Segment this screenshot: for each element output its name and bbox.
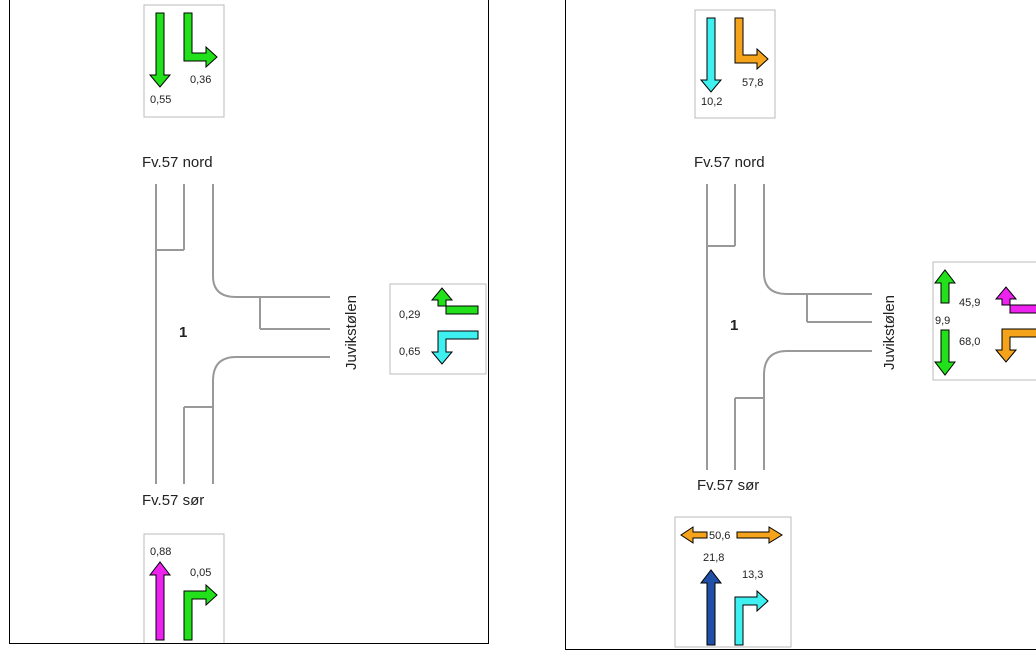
road-network: [706, 184, 872, 470]
arrow-up-icon: [148, 561, 172, 641]
road-label-north: Fv.57 nord: [694, 154, 765, 171]
road-network: [155, 184, 330, 484]
arrow-up-icon: [699, 569, 723, 646]
intersection-id: 1: [730, 317, 738, 334]
south-turning-box: 50,6 21,8 13,3: [674, 516, 792, 648]
east-turning-box: 9,9 45,9 68,0: [932, 261, 1036, 381]
road-label-east: Juvikstølen: [881, 295, 898, 370]
road-edge: [212, 356, 330, 484]
turn-right-icon: [183, 12, 218, 69]
arrow-horizontal-icon: [680, 526, 708, 544]
south-horizontal-value: 50,6: [709, 530, 730, 542]
north-turning-box: 0,55 0,36: [143, 4, 225, 118]
arrow-vertical-icon: [933, 329, 957, 376]
south-turning-box: 0,88 0,05: [143, 533, 225, 643]
north-right-value: 0,36: [190, 74, 211, 86]
east-vertical-value: 9,9: [935, 315, 950, 327]
right-diagram-canvas: Fv.57 nord Fv.57 sør Juvikstølen 1 10,2 …: [674, 9, 1036, 648]
arrow-down-icon: [148, 12, 172, 88]
turn-right-icon: [734, 17, 769, 71]
road-edge: [212, 184, 330, 298]
north-right-value: 57,8: [742, 77, 763, 89]
road-label-south: Fv.57 sør: [142, 492, 204, 509]
road-label-north: Fv.57 nord: [142, 154, 213, 171]
right-diagram-panel: Fv.57 nord Fv.57 sør Juvikstølen 1 10,2 …: [565, 0, 1036, 650]
turn-right-icon: [183, 583, 218, 641]
north-straight-value: 0,55: [150, 94, 171, 106]
road-edge: [763, 350, 872, 470]
south-straight-value: 0,88: [150, 546, 171, 558]
turn-up-icon: [994, 286, 1036, 314]
left-diagram-panel: Fv.57 nord Fv.57 sør Juvikstølen 1 0,55 …: [9, 0, 489, 644]
arrow-horizontal-icon: [736, 526, 783, 544]
left-diagram-canvas: Fv.57 nord Fv.57 sør Juvikstølen 1 0,55 …: [142, 4, 487, 643]
south-right-value: 0,05: [190, 567, 211, 579]
turn-down-icon: [430, 330, 479, 365]
arrow-vertical-icon: [933, 269, 957, 304]
turn-right-icon: [734, 589, 769, 646]
east-turning-box: 0,29 0,65: [389, 283, 487, 375]
east-upper-value: 45,9: [959, 297, 980, 309]
road-label-east: Juvikstølen: [343, 295, 360, 370]
intersection-id: 1: [179, 324, 187, 341]
north-turning-box: 10,2 57,8: [694, 9, 776, 119]
south-straight-value: 21,8: [703, 552, 724, 564]
east-right-value: 0,65: [399, 346, 420, 358]
east-lower-value: 68,0: [959, 336, 980, 348]
east-left-value: 0,29: [399, 309, 420, 321]
turn-up-icon: [430, 287, 479, 315]
arrow-down-icon: [699, 17, 723, 93]
road-label-south: Fv.57 sør: [697, 477, 759, 494]
turn-down-icon: [994, 328, 1036, 363]
south-right-value: 13,3: [742, 569, 763, 581]
north-straight-value: 10,2: [701, 96, 722, 108]
road-edge: [763, 184, 872, 295]
